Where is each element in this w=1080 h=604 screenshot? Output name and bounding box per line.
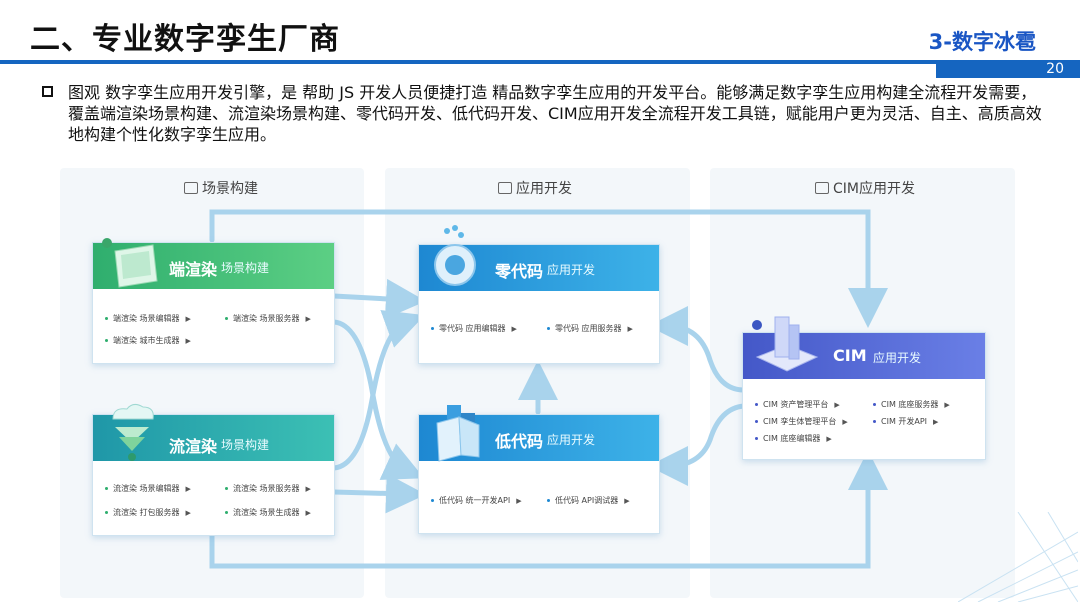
list-item[interactable]: 流渲染 场景生成器▶ xyxy=(225,507,311,518)
decorative-lines xyxy=(958,512,1078,602)
column-title: 场景构建 xyxy=(202,181,258,197)
list-item[interactable]: CIM 底座编辑器▶ xyxy=(755,433,832,444)
card-subtitle: 应用开发 xyxy=(547,433,596,447)
column-header-cim: CIM应用开发 xyxy=(815,178,915,198)
card-subtitle: 应用开发 xyxy=(547,263,596,277)
layers-icon xyxy=(184,182,198,194)
list-item[interactable]: 低代码 API调试器▶ xyxy=(547,495,630,506)
list-item[interactable]: 端渲染 场景服务器▶ xyxy=(225,313,311,324)
city-building-icon xyxy=(752,316,819,372)
building-icon xyxy=(815,182,829,194)
list-item[interactable]: 流渲染 打包服务器▶ xyxy=(105,507,191,518)
card-zero-code[interactable]: 零代码 应用开发 零代码 应用编辑器▶ 零代码 应用服务器▶ xyxy=(418,225,660,364)
list-item[interactable]: CIM 开发API▶ xyxy=(873,416,938,427)
list-item[interactable]: CIM 资产管理平台▶ xyxy=(755,399,840,410)
list-item[interactable]: 端渲染 城市生成器▶ xyxy=(105,335,191,346)
puzzle-block-icon xyxy=(436,405,480,462)
card-subtitle: 场景构建 xyxy=(221,438,270,452)
card-title: 低代码 xyxy=(495,432,544,451)
cloud-stream-icon xyxy=(112,403,154,461)
list-item[interactable]: CIM 孪生体管理平台▶ xyxy=(755,416,848,427)
card-liu-render[interactable]: 流渲染 场景构建 流渲染 场景编辑器▶ 流渲染 场景服务器▶ 流渲染 打包服务器… xyxy=(92,403,335,536)
card-low-code[interactable]: 低代码 应用开发 低代码 统一开发API▶ 低代码 API调试器▶ xyxy=(418,405,660,534)
intro-paragraph: 图观 数字孪生应用开发引擎，是 帮助 JS 开发人员便捷打造 精品数字孪生应用的… xyxy=(68,83,1042,144)
column-title: 应用开发 xyxy=(516,181,572,197)
card-subtitle: 场景构建 xyxy=(221,261,270,275)
screen-3d-icon xyxy=(102,238,158,288)
list-item[interactable]: 端渲染 场景编辑器▶ xyxy=(105,313,191,324)
column-header-app: 应用开发 xyxy=(498,178,572,198)
card-duan-render[interactable]: 端渲染 场景构建 端渲染 场景编辑器▶ 端渲染 场景服务器▶ 端渲染 城市生成器… xyxy=(92,238,335,364)
list-item[interactable]: 零代码 应用编辑器▶ xyxy=(431,323,517,334)
list-item[interactable]: 流渲染 场景服务器▶ xyxy=(225,483,311,494)
card-title: 端渲染 xyxy=(169,260,218,279)
column-header-scene: 场景构建 xyxy=(184,178,258,198)
card-subtitle: 应用开发 xyxy=(873,351,922,365)
list-item[interactable]: 零代码 应用服务器▶ xyxy=(547,323,633,334)
gear-icon xyxy=(434,225,476,286)
card-cim[interactable]: CIM 应用开发 CIM 资产管理平台▶ CIM 底座服务器▶ CIM 孪生体管… xyxy=(742,316,986,460)
card-title: 流渲染 xyxy=(169,437,218,456)
card-title: CIM xyxy=(833,346,867,365)
list-item[interactable]: CIM 底座服务器▶ xyxy=(873,399,950,410)
header-rule xyxy=(0,60,936,64)
page-title: 二、专业数字孪生厂商 xyxy=(30,22,340,57)
app-window-icon xyxy=(498,182,512,194)
brand-name: 3-数字冰雹 xyxy=(928,30,1036,54)
list-item[interactable]: 低代码 统一开发API▶ xyxy=(431,495,522,506)
page-number: 20 xyxy=(936,60,1080,78)
column-title: CIM应用开发 xyxy=(833,181,915,197)
bullet-square-icon xyxy=(42,86,53,97)
card-title: 零代码 xyxy=(495,262,544,281)
list-item[interactable]: 流渲染 场景编辑器▶ xyxy=(105,483,191,494)
